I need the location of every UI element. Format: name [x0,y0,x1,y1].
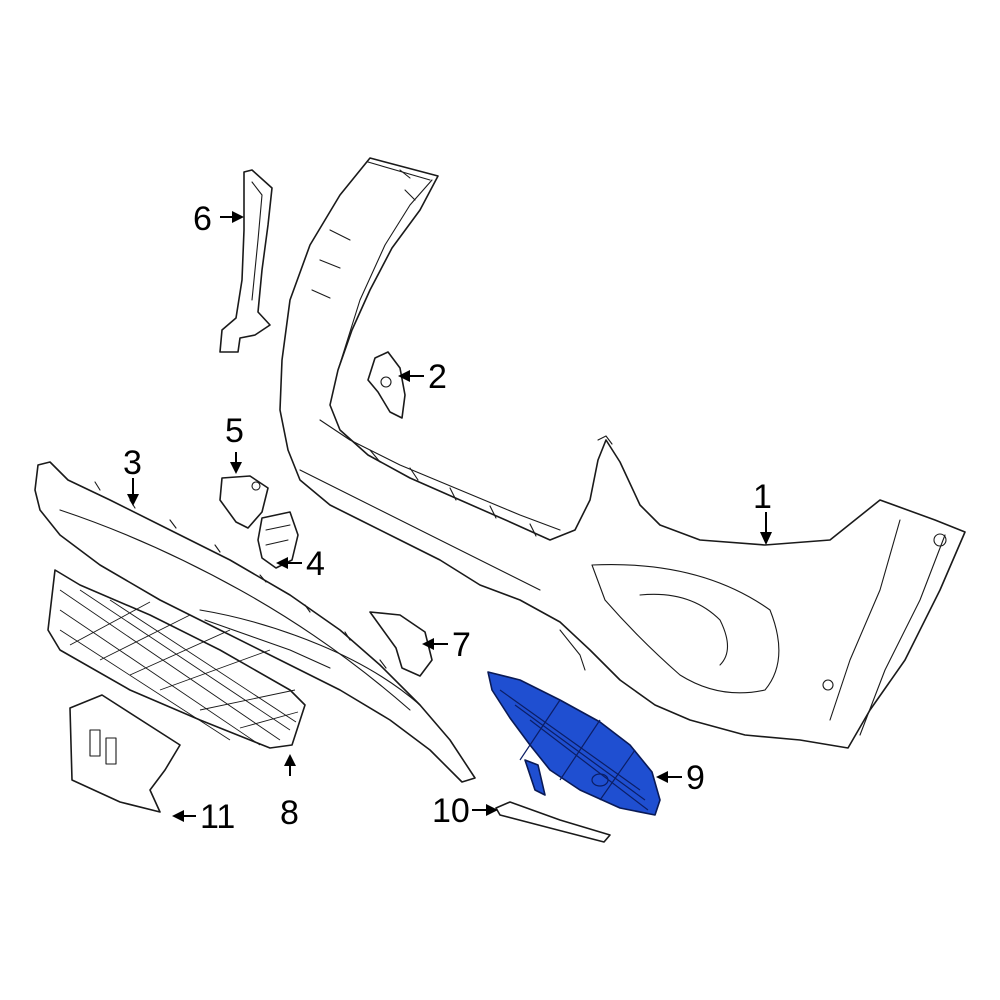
mounting-bracket-part-11[interactable] [69,694,181,813]
bumper-cover-part[interactable] [279,157,966,749]
callout-2: 2 [398,358,447,396]
callout-label-8: 8 [280,794,299,832]
callout-label-6: 6 [193,200,212,238]
callout-10: 10 [432,792,498,830]
callout-label-1: 1 [753,478,772,516]
callout-7: 7 [422,626,471,664]
lower-valance-part[interactable] [34,461,476,783]
callout-label-4: 4 [306,545,325,583]
callout-5: 5 [225,412,244,474]
bracket-part-4[interactable] [257,511,299,569]
bracket-part-6[interactable] [219,169,273,353]
callout-1: 1 [753,478,772,545]
callout-label-3: 3 [123,444,142,482]
callout-4: 4 [276,545,325,583]
callout-label-2: 2 [428,358,447,396]
callout-3: 3 [123,444,142,506]
callout-label-11: 11 [200,798,235,836]
callout-label-7: 7 [452,626,471,664]
callout-9: 9 [656,759,705,797]
callout-11: 11 [172,798,235,836]
cover-part-5[interactable] [219,475,269,529]
callout-label-10: 10 [432,792,470,830]
grille-part-8[interactable] [47,569,306,749]
fog-lamp-grille-part-9[interactable] [487,671,661,816]
trim-strip-part-10[interactable] [495,801,611,843]
bracket-part-2[interactable] [367,351,406,419]
callout-6: 6 [193,200,244,238]
bracket-part-7[interactable] [369,611,433,677]
callout-label-9: 9 [686,759,705,797]
callout-label-5: 5 [225,412,244,450]
callout-8: 8 [280,754,299,832]
